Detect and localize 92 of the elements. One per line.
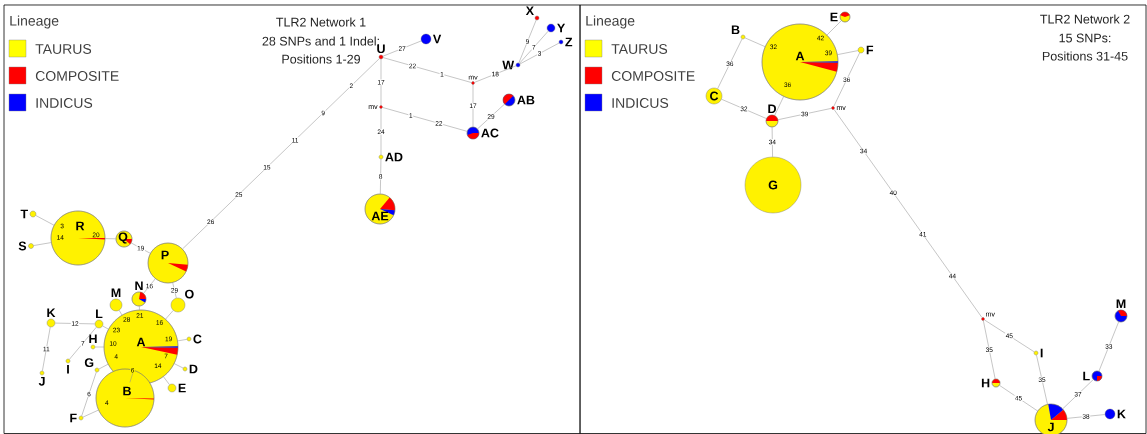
node-label: J (38, 376, 45, 386)
network-line (42, 326, 51, 372)
network-line (182, 58, 380, 250)
network-line (771, 126, 773, 158)
node-label: K (1117, 409, 1126, 419)
network-line (54, 322, 96, 325)
network-line (999, 385, 1038, 412)
network-line (33, 242, 52, 246)
node-label: Z (565, 37, 573, 47)
network-line (382, 40, 422, 57)
network-line (172, 282, 177, 299)
node-label: D (189, 364, 198, 374)
legend-label: INDICUS (612, 98, 669, 108)
network-line (82, 409, 99, 418)
node-label: AD (385, 152, 403, 162)
network-line (177, 339, 188, 342)
network-title: TLR2 Network 2 (1040, 14, 1130, 24)
node-label: G (84, 358, 94, 368)
network-line (1098, 321, 1119, 372)
node-label: H (981, 378, 990, 388)
network-line (118, 310, 123, 316)
node-label: X (525, 6, 534, 16)
network-line (130, 242, 151, 254)
network-line (102, 325, 109, 330)
network-line (984, 319, 1035, 353)
network-line (380, 158, 382, 195)
node-label: I (67, 364, 69, 374)
network-line (143, 278, 156, 294)
legend-label: TAURUS (611, 44, 668, 54)
node-label: E (830, 12, 838, 22)
legend-heading: Lineage (10, 15, 59, 29)
node-label: O (185, 289, 194, 299)
network-line (1036, 354, 1048, 405)
network-title: 15 SNPs: (1059, 33, 1111, 43)
node-label: L (96, 309, 103, 319)
node-label: W (502, 60, 515, 70)
node-label: F (866, 45, 874, 55)
network-line (744, 37, 766, 47)
network-line (777, 108, 832, 120)
network-line (382, 57, 472, 83)
network-line (774, 96, 784, 116)
network-line (477, 103, 505, 130)
network-line (165, 310, 174, 320)
network-line (81, 371, 97, 417)
network-line (35, 215, 55, 226)
network-line (382, 107, 468, 132)
node-label: C (193, 334, 202, 344)
node-label: T (20, 209, 28, 219)
node-label: V (432, 34, 442, 44)
node-label: S (18, 241, 27, 251)
node-label: U (377, 44, 385, 54)
legend-label: COMPOSITE (611, 71, 695, 81)
network-line (837, 50, 859, 55)
network-line (826, 20, 842, 36)
legend-heading: Lineage (586, 15, 635, 29)
network-line (833, 52, 860, 107)
network-line (69, 326, 97, 360)
network-line (474, 65, 517, 83)
node-label: M (1116, 299, 1126, 309)
network-line (94, 346, 105, 348)
node-label: F (70, 413, 77, 423)
node-label: AC (481, 128, 499, 138)
node-label: Y (557, 23, 566, 33)
network-line (518, 19, 537, 64)
node-label: L (1083, 371, 1090, 381)
network-line (1062, 379, 1094, 410)
network-line (983, 320, 996, 380)
network-line (519, 30, 549, 64)
node-label: K (47, 308, 56, 318)
node-label: M (111, 288, 121, 298)
node-label: E (178, 383, 186, 393)
network-title: 28 SNPs and 1 Indel: (262, 36, 379, 46)
network-title: TLR2 Network 1 (276, 17, 366, 27)
legend-label: TAURUS (35, 44, 92, 54)
network-line (174, 363, 184, 369)
node-label: N (135, 281, 143, 291)
network-line (104, 238, 117, 240)
legend-label: COMPOSITE (35, 71, 119, 81)
network-line (833, 109, 983, 318)
node-label: I (1040, 348, 1043, 358)
network-line (98, 364, 109, 370)
node-label: AB (517, 95, 535, 105)
network-line (519, 42, 560, 65)
network-title: Positions 31-45 (1042, 51, 1128, 61)
network-line (163, 376, 170, 385)
node-label: D (768, 104, 776, 114)
network-line (139, 305, 140, 311)
node-label: H (89, 334, 97, 344)
legend-label: INDICUS (36, 98, 93, 108)
node-label: B (731, 25, 740, 35)
network-line (717, 38, 743, 89)
network-title: Positions 1-29 (282, 54, 360, 64)
